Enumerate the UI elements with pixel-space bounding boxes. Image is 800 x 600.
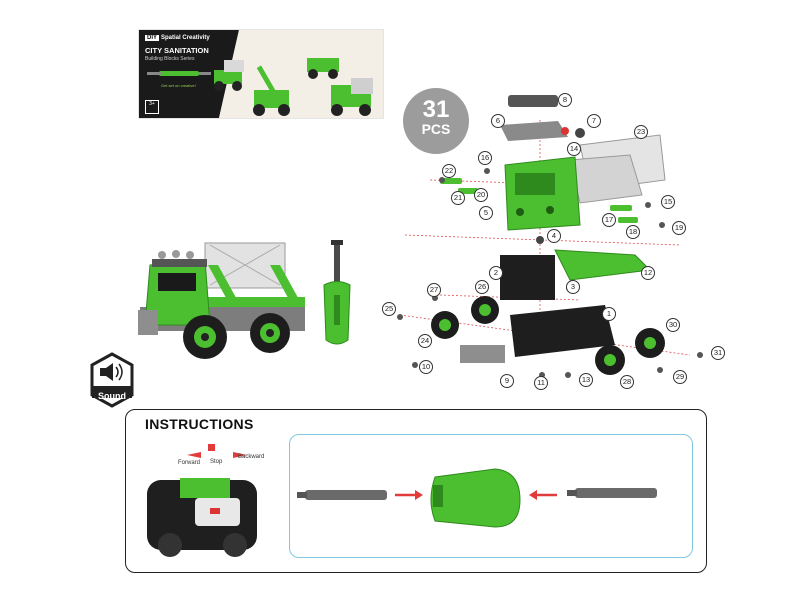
- part-label-26: 26: [475, 280, 489, 294]
- part-label-4: 4: [547, 229, 561, 243]
- pieces-badge: [403, 88, 469, 154]
- part-label-21: 21: [451, 191, 465, 205]
- part-label-17: 17: [602, 213, 616, 227]
- part-label-25: 25: [382, 302, 396, 316]
- part-label-9: 9: [500, 374, 514, 388]
- part-label-18: 18: [626, 225, 640, 239]
- part-label-29: 29: [673, 370, 687, 384]
- direction-backward-label: Backward: [238, 454, 265, 460]
- part-label-2: 2: [489, 266, 503, 280]
- part-label-8: 8: [558, 93, 572, 107]
- speaker-icon: [100, 363, 123, 381]
- pieces-count: 31: [422, 96, 450, 123]
- part-label-23: 23: [634, 125, 648, 139]
- part-label-28: 28: [620, 375, 634, 389]
- box-art-trucks: [147, 30, 383, 118]
- part-label-12: 12: [641, 266, 655, 280]
- box-slogan: Get set on creative!: [161, 83, 196, 88]
- part-label-31: 31: [711, 346, 725, 360]
- part-label-16: 16: [478, 151, 492, 165]
- part-label-22: 22: [442, 164, 456, 178]
- truck-underside: [147, 444, 257, 557]
- part-label-5: 5: [479, 206, 493, 220]
- part-label-7: 7: [587, 114, 601, 128]
- part-label-19: 19: [672, 221, 686, 235]
- box-series: Building Blocks Series: [145, 56, 195, 62]
- assembled-truck: [138, 242, 305, 359]
- part-label-10: 10: [419, 360, 433, 374]
- part-label-11: 11: [534, 376, 548, 390]
- part-label-6: 6: [491, 114, 505, 128]
- exploded-diagram: [397, 95, 703, 378]
- pieces-unit: PCS: [421, 121, 451, 137]
- part-label-1: 1: [602, 307, 616, 321]
- screwdriver-bit-diagram: [297, 468, 657, 528]
- instructions-title: INSTRUCTIONS: [145, 416, 254, 432]
- part-label-14: 14: [567, 142, 581, 156]
- part-label-27: 27: [427, 283, 441, 297]
- direction-forward-label: Forward: [178, 460, 201, 466]
- box-age-badge: 3+: [145, 100, 159, 114]
- sound-label: Sound: [98, 391, 126, 401]
- part-label-13: 13: [579, 373, 593, 387]
- part-label-24: 24: [418, 334, 432, 348]
- sound-badge: [90, 352, 134, 408]
- part-label-20: 20: [474, 188, 488, 202]
- part-label-3: 3: [566, 280, 580, 294]
- direction-stop-label: Stop: [210, 459, 223, 465]
- part-label-15: 15: [661, 195, 675, 209]
- box-title: CITY SANITATION: [145, 46, 209, 55]
- part-label-30: 30: [666, 318, 680, 332]
- screwdriver: [323, 240, 351, 345]
